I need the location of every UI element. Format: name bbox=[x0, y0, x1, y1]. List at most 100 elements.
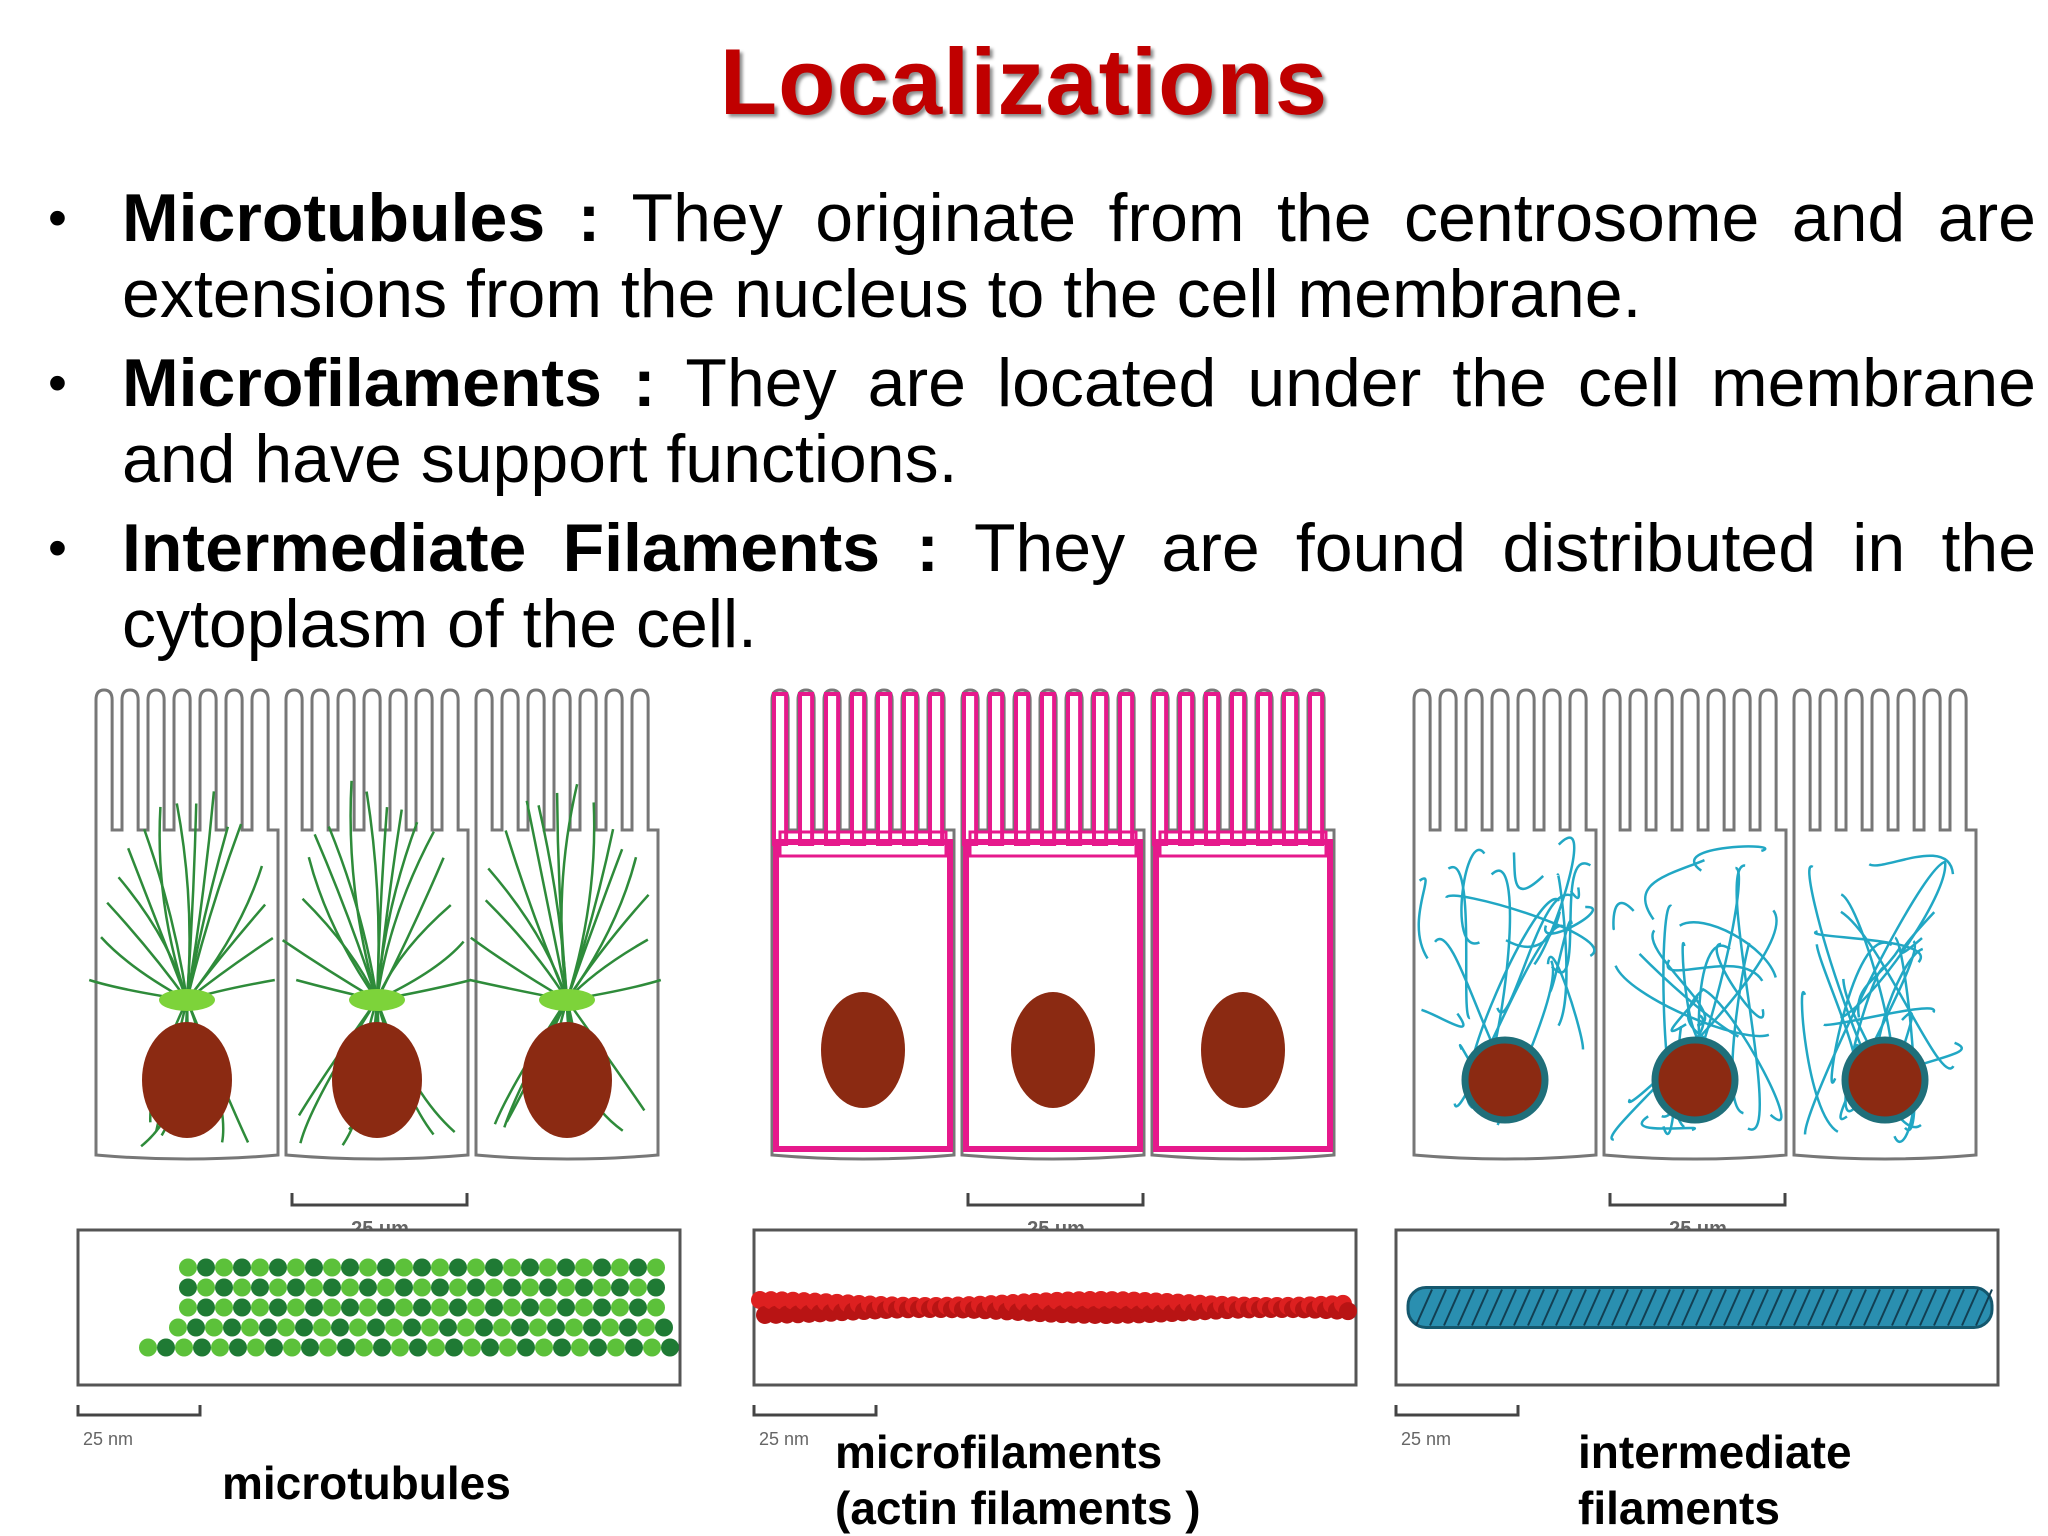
tubulin-subunit bbox=[139, 1338, 157, 1357]
tubulin-subunit bbox=[395, 1278, 413, 1297]
tubulin-subunit bbox=[629, 1298, 647, 1317]
tubulin-subunit bbox=[341, 1298, 359, 1317]
rod-stripe bbox=[1779, 1289, 1797, 1326]
tubulin-subunit bbox=[251, 1278, 269, 1297]
tubulin-subunit bbox=[593, 1298, 611, 1317]
tubulin-subunit bbox=[251, 1298, 269, 1317]
tubulin-subunit bbox=[431, 1278, 449, 1297]
microtubule-fiber bbox=[185, 823, 243, 1001]
panel-2: 25 um25 nm bbox=[751, 688, 1358, 1449]
terminal-web bbox=[778, 830, 948, 858]
tubulin-subunit bbox=[637, 1318, 655, 1337]
intermediate-filament bbox=[1445, 894, 1596, 957]
intermediate-filament bbox=[1460, 848, 1486, 945]
tubulin-subunit bbox=[521, 1298, 539, 1317]
intermediate-filament bbox=[1546, 955, 1585, 1050]
terminal-web bbox=[1158, 830, 1328, 858]
tubulin-subunit bbox=[313, 1318, 331, 1337]
rod-stripe bbox=[1933, 1289, 1951, 1326]
tubulin-subunit bbox=[395, 1258, 413, 1277]
tubulin-subunit bbox=[485, 1258, 503, 1277]
nucleus bbox=[522, 1022, 612, 1138]
tubulin-subunit bbox=[179, 1298, 197, 1317]
panel-3: 25 um25 nm bbox=[1394, 688, 2000, 1449]
tubulin-subunit bbox=[619, 1318, 637, 1337]
cell-outline bbox=[94, 688, 280, 1161]
tubulin-subunit bbox=[359, 1298, 377, 1317]
intermediate-filament bbox=[1644, 859, 1705, 921]
actin-cortex bbox=[773, 839, 953, 1152]
cell bbox=[1602, 688, 1788, 1161]
scale-bar-nm bbox=[1394, 1405, 1520, 1417]
intermediate-filament bbox=[1715, 942, 1765, 1019]
caption-line: microtubules bbox=[222, 1457, 511, 1509]
tubulin-subunit bbox=[607, 1338, 625, 1357]
microtubule-fiber bbox=[565, 999, 646, 1112]
rod-stripe bbox=[1751, 1289, 1769, 1326]
cell bbox=[469, 688, 662, 1161]
tubulin-subunit bbox=[475, 1318, 493, 1337]
tubulin-subunit bbox=[499, 1338, 517, 1357]
microtubule-fiber bbox=[565, 893, 650, 1001]
intermediate-filament bbox=[1813, 930, 1923, 963]
tubulin-subunit bbox=[367, 1318, 385, 1337]
tubulin-subunit bbox=[197, 1298, 215, 1317]
tubulin-subunit bbox=[611, 1278, 629, 1297]
intermediate-filament bbox=[1533, 836, 1576, 966]
caption-microfilaments: microfilaments (actin filaments ) bbox=[835, 1424, 1201, 1536]
tubulin-subunit bbox=[305, 1298, 323, 1317]
intermediate-filament bbox=[1651, 929, 1707, 1027]
scale-bar-um bbox=[290, 1193, 469, 1207]
nucleus bbox=[142, 1022, 232, 1138]
caption-line: filaments bbox=[1578, 1482, 1780, 1534]
page-title: Localizations bbox=[719, 29, 1329, 134]
tubulin-subunit bbox=[457, 1318, 475, 1337]
cell bbox=[770, 688, 956, 1161]
microtubule-fiber bbox=[307, 856, 379, 1001]
tubulin-subunit bbox=[521, 1258, 539, 1277]
tubulin-subunit bbox=[247, 1338, 265, 1357]
tubulin-subunit bbox=[601, 1318, 619, 1337]
tubulin-subunit bbox=[197, 1258, 215, 1277]
tubulin-subunit bbox=[647, 1298, 665, 1317]
nucleus bbox=[1841, 1036, 1929, 1124]
rod-stripe bbox=[1583, 1289, 1601, 1326]
tubulin-subunit bbox=[355, 1338, 373, 1357]
rod-stripe bbox=[1765, 1289, 1783, 1326]
tubulin-subunit bbox=[193, 1338, 211, 1357]
tubulin-subunit bbox=[503, 1258, 521, 1277]
bullet-term: Microfilaments : bbox=[122, 345, 656, 421]
rod-stripe bbox=[1443, 1289, 1461, 1326]
rod-stripe bbox=[1891, 1289, 1909, 1326]
tubulin-subunit bbox=[467, 1298, 485, 1317]
tubulin-subunit bbox=[179, 1278, 197, 1297]
bullet-term: Microtubules : bbox=[122, 180, 601, 256]
bullet-dot: • bbox=[48, 353, 67, 413]
tubulin-subunit bbox=[223, 1318, 241, 1337]
actin-monomer bbox=[1339, 1302, 1357, 1321]
intermediate-filament bbox=[1800, 990, 1839, 1133]
tubulin-subunit bbox=[557, 1258, 575, 1277]
caption-intermediate-filaments: intermediate filaments bbox=[1578, 1424, 1852, 1536]
tubulin-subunit bbox=[611, 1298, 629, 1317]
tubulin-subunit bbox=[535, 1338, 553, 1357]
rod-stripe bbox=[1625, 1289, 1643, 1326]
tubulin-subunit bbox=[575, 1278, 593, 1297]
cell-outline bbox=[284, 688, 470, 1161]
rod-stripe bbox=[1793, 1289, 1811, 1326]
tubulin-subunit bbox=[287, 1258, 305, 1277]
tubulin-subunit bbox=[305, 1258, 323, 1277]
intermediate-filament bbox=[1505, 911, 1562, 949]
intermediate-filament bbox=[1640, 1115, 1696, 1132]
rod-stripe bbox=[1835, 1289, 1853, 1326]
intermediate-filament bbox=[1638, 953, 1740, 1038]
tubulin-subunit bbox=[647, 1258, 665, 1277]
tubulin-subunit bbox=[395, 1298, 413, 1317]
rod-stripe bbox=[1485, 1289, 1503, 1326]
rod-stripe bbox=[1541, 1289, 1559, 1326]
tubulin-subunit bbox=[565, 1318, 583, 1337]
microtubule-fiber bbox=[186, 903, 267, 1001]
rod-stripe bbox=[1863, 1289, 1881, 1326]
scale-label-nm: 25 nm bbox=[759, 1429, 809, 1449]
tubulin-subunit bbox=[319, 1338, 337, 1357]
